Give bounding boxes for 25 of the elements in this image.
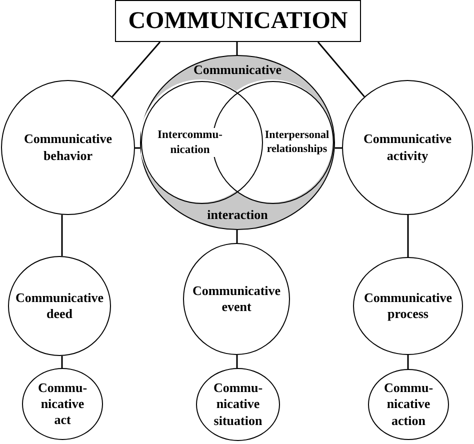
- circle-label: Communicative behavior: [22, 131, 114, 164]
- connector-line: [236, 230, 238, 243]
- title: COMMUNICATION: [128, 7, 348, 36]
- circle-label: Commu- nicative situation: [212, 380, 264, 429]
- circle-label: Communicative activity: [362, 131, 453, 164]
- circle-label: Communicative deed: [14, 290, 105, 322]
- circle-label: Commu- nicative action: [382, 380, 434, 429]
- circle-label: Communicative event: [191, 282, 282, 316]
- circle-label: Commu- nicative act: [36, 380, 88, 428]
- connector-line: [317, 42, 365, 98]
- circle-label: Communicative: [192, 62, 283, 78]
- title-box: [115, 0, 361, 42]
- connector-line: [236, 42, 238, 55]
- circle-label: Interpersonal relationships: [263, 128, 331, 156]
- circle-label: interaction: [206, 206, 269, 223]
- connector-line: [61, 356, 63, 368]
- connector-line: [135, 147, 140, 149]
- connector-line: [407, 215, 409, 257]
- connector-line: [334, 147, 342, 149]
- connector-line: [236, 355, 238, 368]
- connector-line: [407, 355, 409, 369]
- connector-line: [61, 214, 63, 256]
- connector-line: [112, 42, 161, 98]
- circle-label: Communicative process: [362, 290, 454, 322]
- overlapping-circle: [141, 81, 263, 204]
